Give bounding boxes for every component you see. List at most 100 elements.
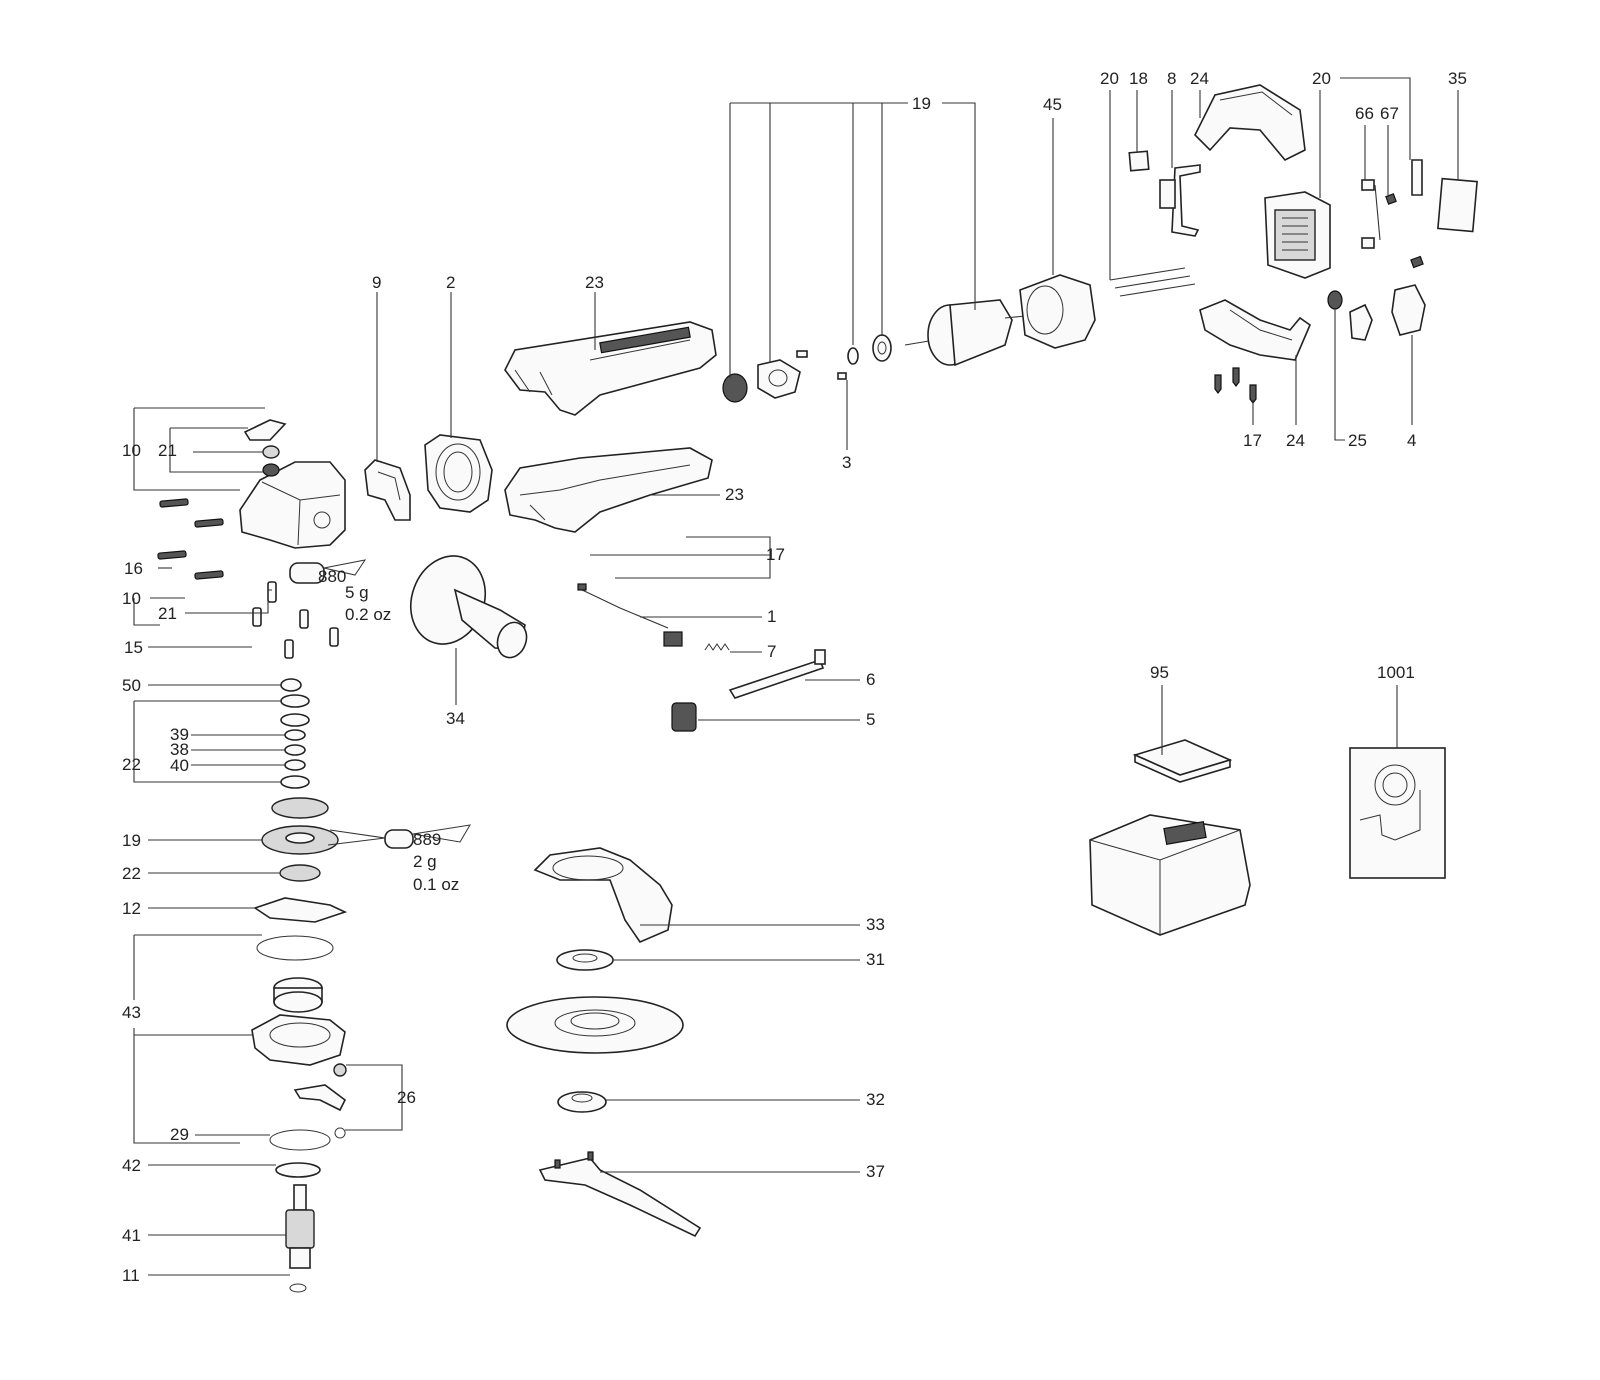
label-20-a: 20 <box>1100 69 1119 88</box>
part-9-bracket <box>364 459 411 521</box>
part-24-top-cover <box>1194 84 1306 161</box>
part-6-switch-bar <box>728 649 826 699</box>
label-15: 15 <box>124 638 143 657</box>
label-18: 18 <box>1129 69 1148 88</box>
screws-17-right <box>1214 367 1257 404</box>
nut-32 <box>557 1091 607 1113</box>
label-21-a: 21 <box>158 441 177 460</box>
bearing-43 <box>273 977 323 1013</box>
label-6: 6 <box>866 670 875 689</box>
part-45-stator <box>1019 274 1096 349</box>
grease-880-weight-oz: 0.2 oz <box>345 605 391 624</box>
label-38: 38 <box>170 740 189 759</box>
part-4-cap <box>1391 284 1426 336</box>
flange-31 <box>556 949 614 971</box>
housing-half-top-part <box>504 321 717 416</box>
housing-half-bottom-part <box>504 447 713 533</box>
part-20-rods <box>1109 267 1196 297</box>
label-2: 2 <box>446 273 455 292</box>
leader-lines <box>133 77 1459 1276</box>
part-34-side-handle <box>410 555 528 659</box>
guard-33 <box>533 847 673 943</box>
bearing-22 <box>279 864 321 882</box>
battery-pack <box>1089 814 1251 936</box>
label-16: 16 <box>124 559 143 578</box>
label-3: 3 <box>842 453 851 472</box>
label-1001: 1001 <box>1377 663 1415 682</box>
part-10-gear-head <box>239 419 346 549</box>
label-23-bottom: 23 <box>725 485 744 504</box>
label-17-mid: 17 <box>766 545 785 564</box>
part-1-cable <box>577 583 683 647</box>
part-5-switch <box>671 702 697 732</box>
part-1001-info-card <box>1349 747 1446 879</box>
part-35-label <box>1437 177 1478 233</box>
grease-889-weight-g: 2 g <box>413 852 437 871</box>
parts-66-67 <box>1361 159 1424 269</box>
label-32: 32 <box>866 1090 885 1109</box>
label-7: 7 <box>767 642 776 661</box>
label-31: 31 <box>866 950 885 969</box>
label-39: 39 <box>170 725 189 744</box>
label-21-b: 21 <box>158 604 177 623</box>
label-19-left: 19 <box>122 831 141 850</box>
part-24-bottom-cover <box>1199 299 1311 361</box>
grease-880-code: 880 <box>318 567 346 586</box>
label-67: 67 <box>1380 104 1399 123</box>
label-8: 8 <box>1167 69 1176 88</box>
disc <box>506 996 684 1054</box>
grease-tube-880 <box>289 559 367 584</box>
battery-insert-95 <box>1132 739 1233 783</box>
label-5: 5 <box>866 710 875 729</box>
label-43: 43 <box>122 1003 141 1022</box>
label-37: 37 <box>866 1162 885 1181</box>
bevel-gear-19 <box>261 797 339 855</box>
pins-15 <box>252 581 339 659</box>
ring-29 <box>269 1129 331 1151</box>
label-24-top: 24 <box>1190 69 1209 88</box>
part-2-fan-cover <box>424 434 493 513</box>
label-20-b: 20 <box>1312 69 1331 88</box>
screws-16 <box>157 498 224 580</box>
label-34: 34 <box>446 709 465 728</box>
label-23-top: 23 <box>585 273 604 292</box>
label-41: 41 <box>122 1226 141 1245</box>
label-29: 29 <box>170 1125 189 1144</box>
label-42: 42 <box>122 1156 141 1175</box>
o-ring-43 <box>256 935 334 961</box>
flange-43 <box>251 1014 346 1066</box>
electronics-board <box>1264 191 1331 279</box>
spanner-37 <box>538 1151 702 1238</box>
label-10-b: 10 <box>122 589 141 608</box>
label-19-top: 19 <box>912 94 931 113</box>
label-4: 4 <box>1407 431 1416 450</box>
part-19-plates <box>722 334 892 403</box>
armature-part <box>904 299 1026 367</box>
part-8-bracket <box>1159 164 1201 237</box>
callout-labels: 19 20 18 8 24 20 35 45 66 67 9 2 23 3 17… <box>122 69 1467 1285</box>
washers-stack <box>280 678 310 789</box>
label-17-right: 17 <box>1243 431 1262 450</box>
label-35: 35 <box>1448 69 1467 88</box>
label-22-a: 22 <box>122 755 141 774</box>
label-11: 11 <box>122 1266 140 1285</box>
label-10-a: 10 <box>122 441 141 460</box>
label-25: 25 <box>1348 431 1367 450</box>
label-95: 95 <box>1150 663 1169 682</box>
label-33: 33 <box>866 915 885 934</box>
label-12: 12 <box>122 899 141 918</box>
label-1: 1 <box>767 607 776 626</box>
grease-880-weight-g: 5 g <box>345 583 369 602</box>
lever-26 <box>293 1063 347 1139</box>
spindle-41 <box>285 1184 315 1269</box>
label-66: 66 <box>1355 104 1374 123</box>
label-22-b: 22 <box>122 864 141 883</box>
label-45: 45 <box>1043 95 1062 114</box>
part-7-spring <box>704 643 730 651</box>
circlip-11 <box>289 1283 307 1293</box>
part-18-pad <box>1128 150 1150 172</box>
label-40: 40 <box>170 756 189 775</box>
grease-tube-889 <box>384 824 471 849</box>
grease-889-weight-oz: 0.1 oz <box>413 875 459 894</box>
label-26: 26 <box>397 1088 416 1107</box>
